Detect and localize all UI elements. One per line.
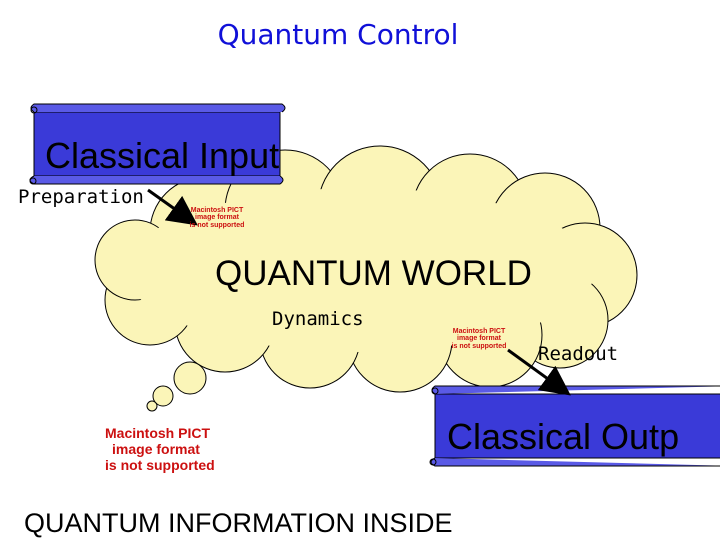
placeholder-line: Macintosh PICT (105, 425, 211, 441)
placeholder-line: image format (112, 441, 200, 458)
placeholder-line: is not supported (451, 342, 507, 350)
classical-input-scroll (29, 103, 286, 185)
placeholder-line: Macintosh PICT (190, 207, 244, 214)
unsupported-image-placeholder: Macintosh PICT image format is not suppo… (189, 207, 245, 229)
readout-label: Readout (538, 343, 619, 365)
dynamics-label: Dynamics (272, 308, 364, 330)
quantum-information-inside-label: QUANTUM INFORMATION INSIDE (24, 508, 453, 538)
unsupported-image-placeholder: Macintosh PICT image format is not suppo… (105, 425, 215, 474)
placeholder-line: is not supported (105, 457, 215, 474)
thought-bubbles (146, 361, 207, 412)
classical-input-label: Classical Input (45, 135, 280, 176)
placeholder-line: is not supported (189, 221, 245, 229)
cloud-core (125, 188, 595, 352)
placeholder-line: image format (457, 335, 501, 343)
unsupported-image-placeholder: Macintosh PICT image format is not suppo… (447, 328, 511, 350)
preparation-arrow (147, 188, 198, 226)
classical-output-scroll (429, 385, 720, 467)
readout-arrow (507, 348, 571, 396)
preparation-label: Preparation (18, 186, 144, 208)
placeholder-line: Macintosh PICT (452, 328, 506, 335)
classical-output-label: Classical Outp (447, 416, 680, 457)
diagram-title: Quantum Control (217, 18, 459, 51)
placeholder-line: image format (195, 214, 239, 222)
quantum-world-label: QUANTUM WORLD (215, 254, 532, 293)
